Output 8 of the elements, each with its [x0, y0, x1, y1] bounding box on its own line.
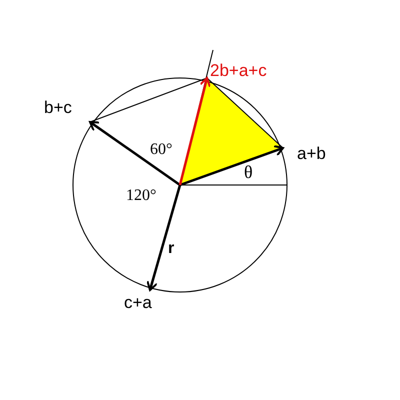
vector-label: b+c: [44, 99, 72, 116]
vector-label: 2b+a+c: [210, 62, 267, 79]
angle-label: 120°: [126, 188, 156, 204]
vector-label: c+a: [124, 294, 152, 311]
vector-label: a+b: [297, 145, 326, 162]
angle-label: 60°: [150, 142, 172, 158]
radius-label: r: [168, 241, 174, 257]
angle-label: θ: [244, 163, 253, 181]
